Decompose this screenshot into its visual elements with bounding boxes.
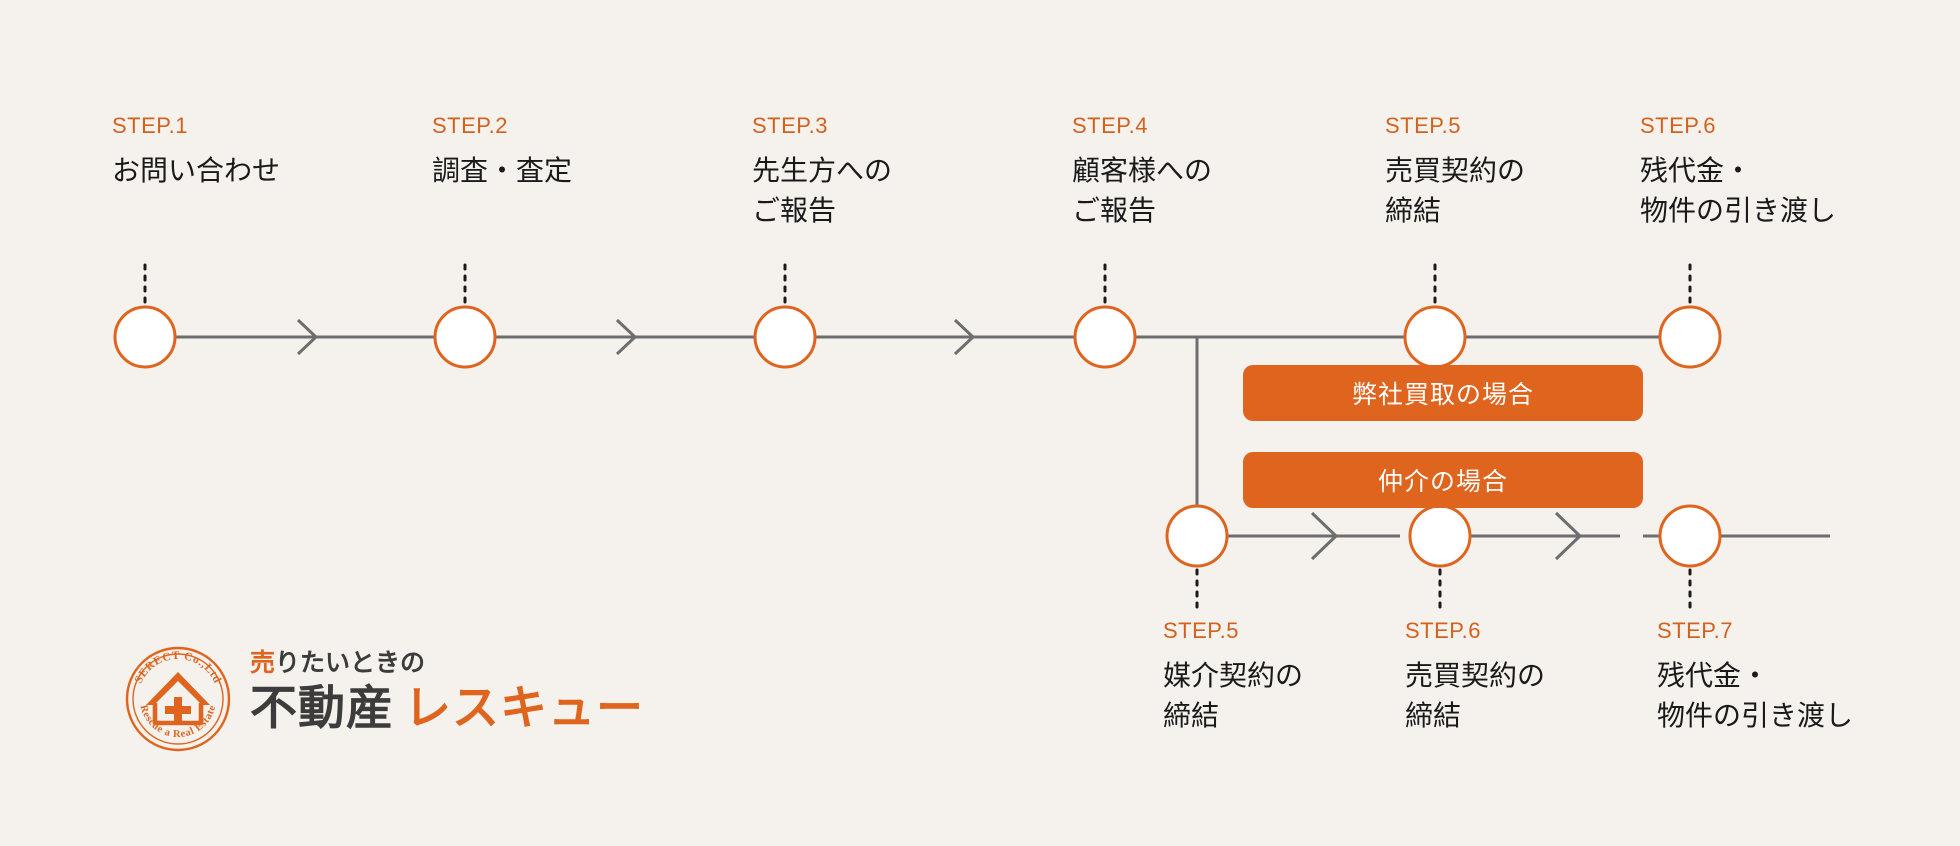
step-title: 媒介契約の 締結 (1163, 660, 1304, 731)
step-label-brokerage-5: STEP.5 媒介契約の 締結 (1163, 620, 1303, 736)
step-number: STEP.3 (752, 113, 828, 138)
branch-pill-label: 弊社買取の場合 (1351, 381, 1534, 409)
node-purchase-step-6[interactable] (1658, 305, 1722, 369)
step-label-1: STEP.1 お問い合わせ (112, 115, 280, 191)
logo-tagline-accent: 売 (250, 649, 276, 677)
step-number: STEP.6 (1405, 618, 1481, 643)
node-step-3[interactable] (753, 305, 817, 369)
branch-pill-purchase[interactable]: 弊社買取の場合 (1243, 365, 1643, 421)
node-step-2[interactable] (433, 305, 497, 369)
step-number: STEP.6 (1640, 113, 1716, 138)
dotted-leaders-bottom (1195, 568, 1692, 614)
step-label-3: STEP.3 先生方への ご報告 (752, 115, 892, 231)
main-row-arrows (296, 318, 976, 356)
company-logo[interactable]: SERECT Co.,Ltd Rescue a Real Estate 売りたい… (124, 645, 644, 760)
brokerage-row-arrows (1310, 511, 1583, 561)
node-brokerage-step-6[interactable] (1408, 504, 1472, 568)
step-number: STEP.1 (112, 113, 188, 138)
step-label-purchase-6: STEP.6 残代金・ 物件の引き渡し (1640, 115, 1836, 231)
logo-tagline-rest: りたいときの (275, 649, 426, 677)
house-with-cross-icon: SERECT Co.,Ltd Rescue a Real Estate (125, 646, 231, 752)
step-title: 売買契約の 締結 (1405, 660, 1546, 731)
node-brokerage-step-7[interactable] (1658, 504, 1722, 568)
branch-pill-brokerage[interactable]: 仲介の場合 (1243, 452, 1643, 508)
logo-name: 不動産レスキュー (250, 684, 644, 731)
dotted-leaders-top (143, 263, 1692, 307)
node-brokerage-step-5[interactable] (1165, 504, 1229, 568)
step-label-purchase-5: STEP.5 売買契約の 締結 (1385, 115, 1525, 231)
step-number: STEP.7 (1657, 618, 1733, 643)
step-title: 調査・査定 (432, 155, 573, 186)
step-number: STEP.5 (1163, 618, 1239, 643)
step-label-2: STEP.2 調査・査定 (432, 115, 572, 191)
step-number: STEP.4 (1072, 113, 1148, 138)
step-label-brokerage-6: STEP.6 売買契約の 締結 (1405, 620, 1545, 736)
logo-tagline: 売りたいときの (250, 651, 644, 676)
step-title: 顧客様への ご報告 (1072, 155, 1213, 226)
step-title: お問い合わせ (112, 155, 281, 186)
step-number: STEP.2 (432, 113, 508, 138)
step-label-brokerage-7: STEP.7 残代金・ 物件の引き渡し (1657, 620, 1853, 736)
step-title: 売買契約の 締結 (1385, 155, 1526, 226)
step-title: 残代金・ 物件の引き渡し (1640, 155, 1837, 226)
node-step-4[interactable] (1073, 305, 1137, 369)
step-number: STEP.5 (1385, 113, 1461, 138)
step-label-4: STEP.4 顧客様への ご報告 (1072, 115, 1212, 231)
logo-name-accent: レスキュー (404, 681, 644, 734)
node-purchase-step-5[interactable] (1403, 305, 1467, 369)
logo-wordmark: 売りたいときの 不動産レスキュー (250, 651, 644, 732)
branch-pill-label: 仲介の場合 (1377, 468, 1508, 496)
logo-name-dark: 不動産 (250, 681, 394, 734)
step-title: 先生方への ご報告 (752, 155, 893, 226)
node-step-1[interactable] (113, 305, 177, 369)
step-title: 残代金・ 物件の引き渡し (1657, 660, 1854, 731)
